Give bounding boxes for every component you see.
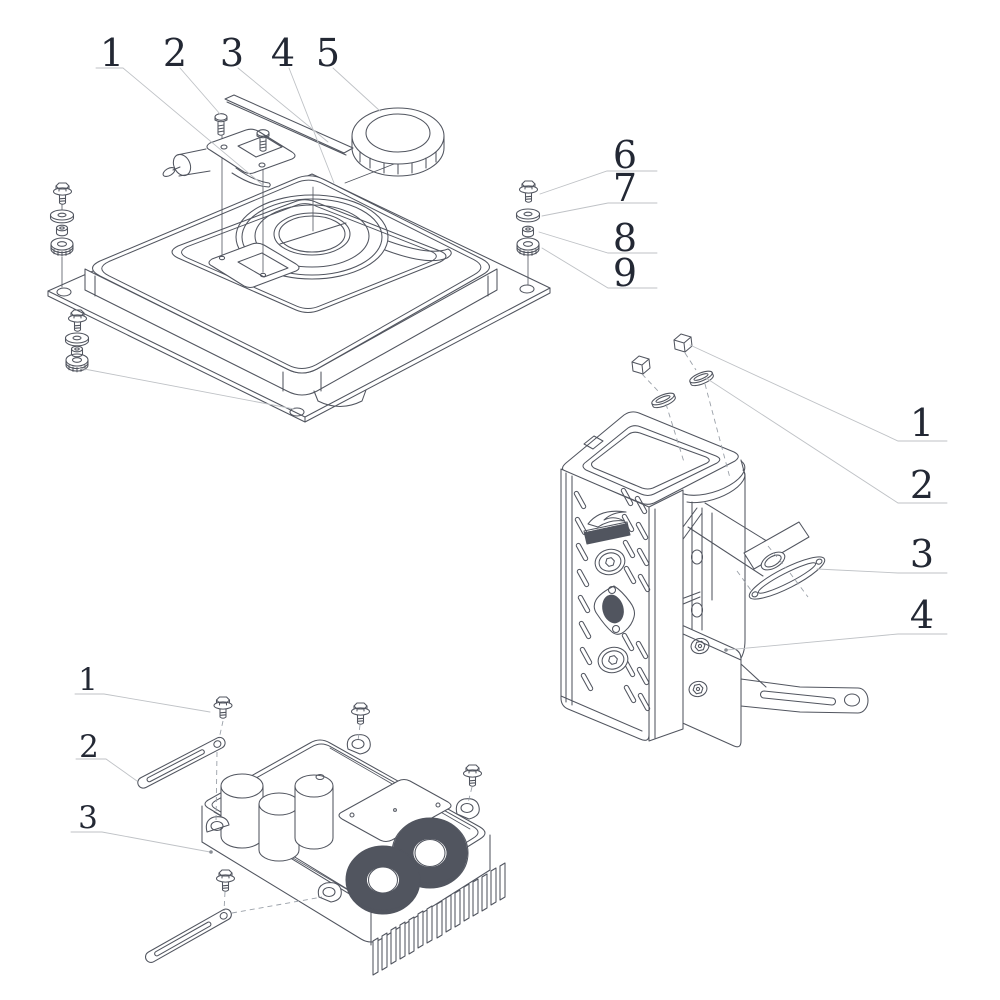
muffler-callout-4: 4 — [910, 593, 934, 637]
mount-hardware-bottom-left — [64, 309, 90, 373]
muffler-callout-2: 2 — [910, 463, 934, 507]
cover-bolt-upper — [594, 548, 626, 576]
capacitors — [220, 773, 334, 862]
valve-cover-plate — [224, 94, 354, 156]
exhaust-stud-gaskets — [651, 370, 714, 409]
muffler-callout-1: 1 — [910, 401, 934, 445]
fuel-tank-callout-3: 3 — [220, 31, 244, 75]
fuel-tank-callout-9: 9 — [613, 251, 637, 295]
muffler-assembly-drawing — [560, 333, 869, 748]
fuel-tank-callout-1: 1 — [100, 31, 124, 75]
brand-logo — [583, 510, 631, 545]
exhaust-nuts — [631, 333, 693, 375]
fuel-tank-callout-6: 6 — [613, 133, 637, 177]
fuel-tank-callout-7: 7 — [613, 166, 637, 210]
inverter-tray — [338, 778, 452, 843]
leader-lines — [70, 67, 948, 854]
inverter-callout-3: 3 — [78, 800, 98, 836]
cover-bolt-lower — [597, 646, 629, 674]
inverter-assembly-drawing — [135, 696, 506, 976]
fuel-cap — [351, 107, 445, 177]
mount-hardware-left — [49, 182, 75, 288]
ground-straps — [135, 734, 234, 965]
fuel-tank-callout-4: 4 — [271, 31, 295, 75]
fuel-tank-callout-2: 2 — [163, 31, 187, 75]
mount-lugs — [205, 734, 480, 903]
fuel-tank-assembly-drawing — [47, 94, 551, 423]
assembly-axes — [215, 352, 809, 914]
inverter-callout-2: 2 — [79, 729, 99, 765]
toroid-coils — [345, 817, 469, 915]
mount-hardware-right — [515, 180, 541, 286]
exhaust-oval-gasket — [748, 556, 826, 600]
fuel-tank-callout-5: 5 — [316, 31, 340, 75]
muffler-cover — [560, 411, 739, 742]
spark-arrester-plate — [593, 585, 636, 635]
fuel-tank-body — [84, 135, 498, 408]
callout-labels: 1 2 3 4 5 6 7 8 9 1 2 3 4 1 2 3 — [78, 31, 934, 836]
fuel-valve — [162, 128, 296, 188]
inverter-callout-1: 1 — [78, 662, 98, 698]
muffler-callout-3: 3 — [910, 532, 934, 576]
fuel-tank-callout-8: 8 — [613, 216, 637, 260]
